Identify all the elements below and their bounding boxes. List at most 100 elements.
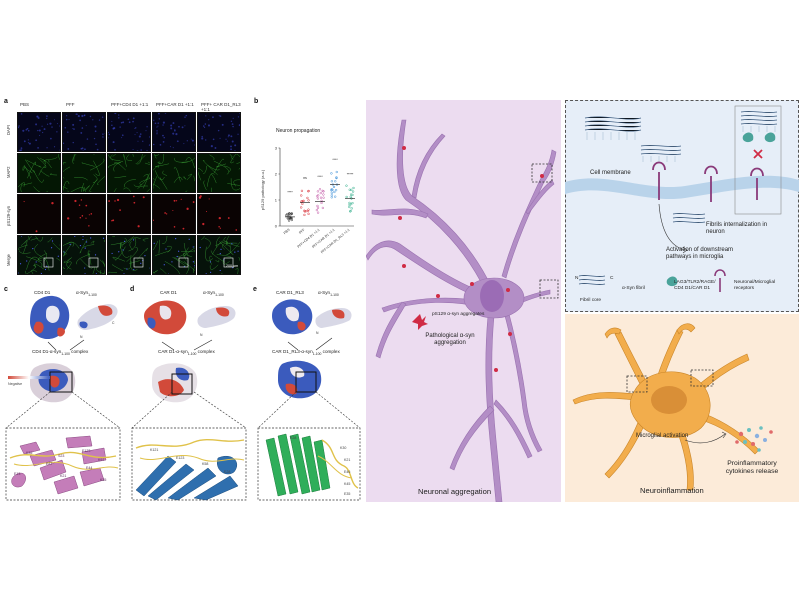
chart-b-point [319,191,322,195]
receptors-label: Neuronal/Microglial receptors [734,280,776,291]
chart-b-ytick-1: 1 [275,198,278,203]
chart-b-point [284,214,288,217]
car-rl3-complex [278,360,322,399]
chart-b-point [322,190,325,193]
chart-b-point [332,185,336,189]
micrograph-ps129-4 [152,194,196,234]
micrograph-dapi-3 [107,112,151,152]
res-c-2: S23 [58,454,65,458]
micrograph-dapi-1 [17,112,61,152]
chart-b-xtick-1: PFF [298,228,305,235]
legend-negative: Negative [8,382,23,386]
micrograph-dapi-4 [152,112,196,152]
col-label-pff-car: PFF+CAR D1 +1:1 [156,102,194,107]
cytokines-label: Proinflammatory cytokines release [725,460,779,475]
fibril-core-label: Fibril core [580,298,602,303]
membrane-panel [565,100,799,312]
asyn-surface-c: N C [77,304,118,339]
chart-b-point [307,212,310,216]
chart-b-point [334,195,337,198]
chart-b-point [287,219,291,222]
col-label-pff-cd4: PFF+CD4 D1 +1:1 [111,102,149,107]
chart-b-point [316,197,319,200]
aggregates-label: pS129 α-syn aggregates [432,312,485,317]
panel-e-complex: CAR D1_RL3-α-syn1-100 complex [272,349,340,356]
activation-label: Activation of downstream pathways in mic… [666,247,734,260]
panel-c-complex: CD4 D1-α-syn1-100 complex [32,349,89,356]
chart-b-point [316,204,319,208]
chart-b-ytick-0: 0 [275,224,278,229]
row-label-merge: Merge [6,254,11,266]
neuronal-aggregation-caption: Neuronal aggregation [418,487,492,496]
chart-b-point [350,188,353,192]
chart-b-sig-1: ns [303,176,307,180]
chart-b-point [303,213,306,217]
micrograph-merge-3 [107,235,151,275]
panel-c-letter: c [4,286,8,293]
row-label-map2: MAP2 [6,166,11,178]
res-d-0: K121 [150,448,159,452]
neuron-illustration [366,119,559,502]
col-label-pff-car-rl3: PFF+ CAR D1_RL3 +1:1 [201,102,241,112]
res-d-2: K58 [202,462,209,466]
chart-b-point [307,199,310,202]
chart-b-ytick-2: 2 [275,172,278,177]
chart-b-point [333,190,336,194]
res-c-8: K35 [100,478,107,482]
chart-b-sig-4: ***** [347,172,354,176]
chart-b-point [331,188,334,191]
panel-d-protein: CAR D1 [160,290,177,295]
chart-b-point [287,213,290,216]
chart-b-sig-3: **** [332,158,338,162]
chart-b-point [345,195,348,199]
panel-d-art: N [131,300,247,501]
svg-text:C: C [112,321,115,325]
panel-e-art: N [257,299,361,501]
res-c-7: E13 [14,472,21,476]
cell-membrane-label: Cell membrane [590,170,631,176]
chart-b-point [335,170,338,174]
chart-b-point [321,206,324,210]
chart-b-point [301,199,304,203]
n-label: N [575,276,579,281]
svg-text:N: N [80,335,83,339]
res-d-1: E123 [176,456,185,460]
res-c-4: E123 [82,449,91,453]
micrograph-ps129-1 [17,194,61,234]
res-e-2: K21 [344,458,351,462]
res-e-5: E35 [344,492,351,496]
chart-b-point [335,176,338,179]
chart-b-sig-2: **** [317,175,323,179]
chart-b-point [307,208,310,211]
chart-b-ytick-3: 3 [275,146,278,151]
res-e-0: E28 [290,436,297,440]
chart-b-point [349,203,352,206]
cd4-cartoon [11,435,107,495]
panel-c-protein: CD4 D1 [34,290,51,295]
row-label-dapi: DAPI [6,125,11,135]
chart-b-point [320,201,323,205]
micrograph-dapi-5 [197,112,241,152]
receptors-list-label: LAG3/TLR2/RAGE/ CD4 D1/CAR D1 [674,280,716,291]
asyn-surface-d: N [197,306,236,337]
chart-b-point [301,202,304,205]
chart-b-point [351,201,354,205]
chart-b-point [348,205,351,209]
chart-b-point [300,194,303,197]
car-surface [144,300,187,335]
chart-b-point [318,188,322,191]
chart-b-point [320,199,323,203]
microglia-illustration [572,323,773,491]
car-rl3-surface [272,299,313,335]
chart-b-point [330,189,333,192]
fibrils-internal-label: Fibrils internalization in neuron [706,222,768,235]
chart-b-point [330,180,334,183]
chart-b-point [322,196,325,199]
chart-b-point [334,189,338,192]
panel-d-letter: d [130,286,135,293]
chart-b-point [290,218,293,222]
col-label-pbs: PBS [20,102,30,107]
panel-a-letter: a [4,98,8,105]
panel-b-letter: b [254,98,259,105]
chart-b-point [315,195,319,198]
